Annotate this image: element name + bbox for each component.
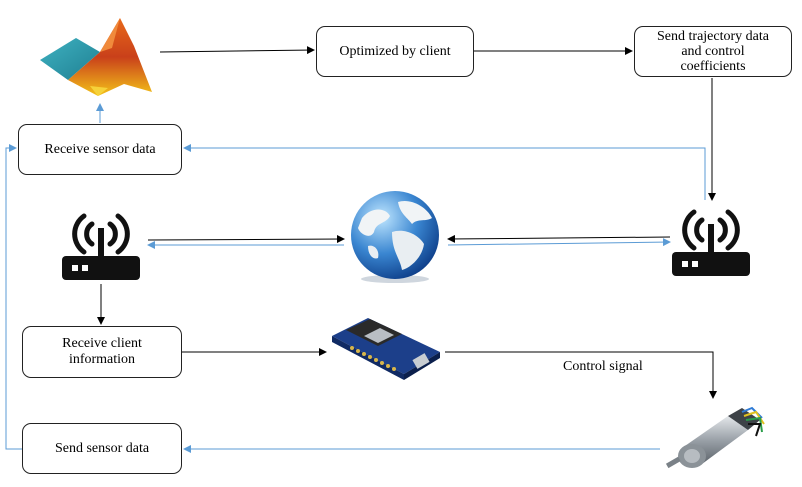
send-trajectory-label-line3: coefficients [680,59,746,74]
send-trajectory-label-line2: and control [681,44,745,59]
wifi-router-icon [668,200,754,280]
arrow-router-to-receive-sensor [183,144,706,200]
arrow-globe-to-router-right [447,238,671,247]
receive-client-information-box: Receive client information [22,326,182,378]
wifi-router-icon [58,204,144,284]
receive-sensor-data-label: Receive sensor data [44,141,156,157]
matlab-logo-icon [38,8,160,100]
receive-client-label-line1: Receive client [62,336,142,351]
arrow-send-sensor-loop [5,144,22,450]
send-sensor-data-box: Send sensor data [22,423,182,474]
send-sensor-data-label: Send sensor data [54,440,150,456]
receive-sensor-data-box: Receive sensor data [18,124,182,175]
arrow-router-left-to-globe [147,235,345,244]
optimized-by-client-box: Optimized by client [316,26,474,77]
dc-motor-icon [662,404,766,480]
arrow-matlab-to-optimized [159,46,315,55]
arrow-router-right-to-globe [447,234,671,243]
send-trajectory-label-line1: Send trajectory data [657,29,769,44]
control-signal-label: Control signal [563,359,643,374]
send-trajectory-box: Send trajectory data and control coeffic… [634,26,792,77]
esp8266-board-icon [328,314,444,394]
globe-icon [346,188,444,284]
receive-client-label-line2: information [68,352,136,367]
optimized-by-client-label: Optimized by client [339,43,451,59]
arrow-esp-to-motor [445,351,717,399]
